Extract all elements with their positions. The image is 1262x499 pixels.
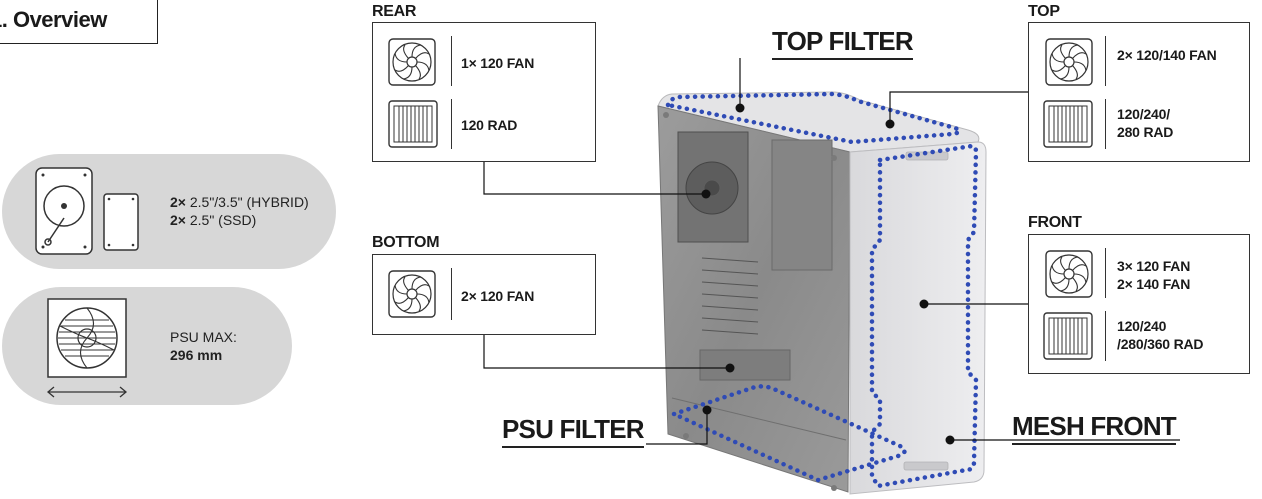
top-panel: 2× 120/140 FAN 120/240/ 280 RAD <box>1028 22 1250 162</box>
drive-icons <box>35 167 139 255</box>
front-fan-spec: 3× 120 FAN 2× 140 FAN <box>1117 258 1191 292</box>
bottom-title: BOTTOM <box>372 234 440 251</box>
leader-rear <box>483 162 706 195</box>
leader-bottom <box>483 334 730 369</box>
top-filter-outline <box>665 91 962 145</box>
psu-icon <box>46 298 128 398</box>
rear-separator-1 <box>451 36 452 86</box>
front-rad-spec: 120/240 /280/360 RAD <box>1117 318 1204 352</box>
storage-spec-text: 2× 2.5"/3.5" (HYBRID) 2× 2.5" (SSD) <box>170 193 309 229</box>
bottom-fan-spec: 2× 120 FAN <box>461 288 535 304</box>
top-title: TOP <box>1028 3 1060 20</box>
front-bottom-vents <box>903 461 949 471</box>
top-filter-label: TOP FILTER <box>772 26 914 60</box>
ssd-icon <box>103 193 139 251</box>
front-separator-2 <box>1105 311 1106 361</box>
mesh-front-label: MESH FRONT <box>1012 411 1177 445</box>
leader-psu-filter <box>646 412 708 445</box>
top-fan-spec: 2× 120/140 FAN <box>1117 47 1217 63</box>
psu-filter-label: PSU FILTER <box>502 414 645 448</box>
bottom-separator <box>451 268 452 320</box>
leader-top <box>889 91 1028 124</box>
rear-separator-2 <box>451 99 452 149</box>
rear-panel: 1× 120 FAN 120 RAD <box>372 22 596 162</box>
leader-dots <box>701 103 955 445</box>
fan-icon <box>388 38 436 86</box>
fan-icon <box>388 270 436 318</box>
radiator-icon <box>388 100 438 148</box>
mesh-front-outline <box>869 143 979 489</box>
fan-icon <box>1045 250 1093 298</box>
leader-lines <box>483 58 1180 445</box>
case-screws <box>663 112 837 491</box>
front-separator-1 <box>1105 248 1106 298</box>
psu-max-label: PSU MAX: <box>170 329 237 345</box>
top-separator-2 <box>1105 99 1106 149</box>
overview-title-box: 1. Overview <box>0 0 158 44</box>
storage-line-ssd: 2× 2.5" (SSD) <box>170 212 257 228</box>
psu-max-value: 296 mm <box>170 347 223 363</box>
rear-rad-spec: 120 RAD <box>461 117 518 133</box>
psu-filter-outline <box>667 384 907 483</box>
bottom-panel: 2× 120 FAN <box>372 254 596 335</box>
overview-title: 1. Overview <box>0 7 107 32</box>
hdd-icon <box>35 167 93 255</box>
psu-spec-text: PSU MAX: 296 mm <box>170 328 237 364</box>
rear-fan-spec: 1× 120 FAN <box>461 55 535 71</box>
top-rad-spec: 120/240/ 280 RAD <box>1117 106 1174 140</box>
radiator-icon <box>1043 100 1093 148</box>
top-separator-1 <box>1105 36 1106 86</box>
radiator-icon <box>1043 312 1093 360</box>
front-panel: 3× 120 FAN 2× 140 FAN 120/240 /280/360 R… <box>1028 234 1250 374</box>
rear-title: REAR <box>372 3 417 20</box>
fan-icon <box>1045 38 1093 86</box>
case-interior <box>671 131 847 441</box>
case-front-panel <box>849 141 987 495</box>
front-title: FRONT <box>1028 214 1082 231</box>
storage-line-hybrid: 2× 2.5"/3.5" (HYBRID) <box>170 194 309 210</box>
